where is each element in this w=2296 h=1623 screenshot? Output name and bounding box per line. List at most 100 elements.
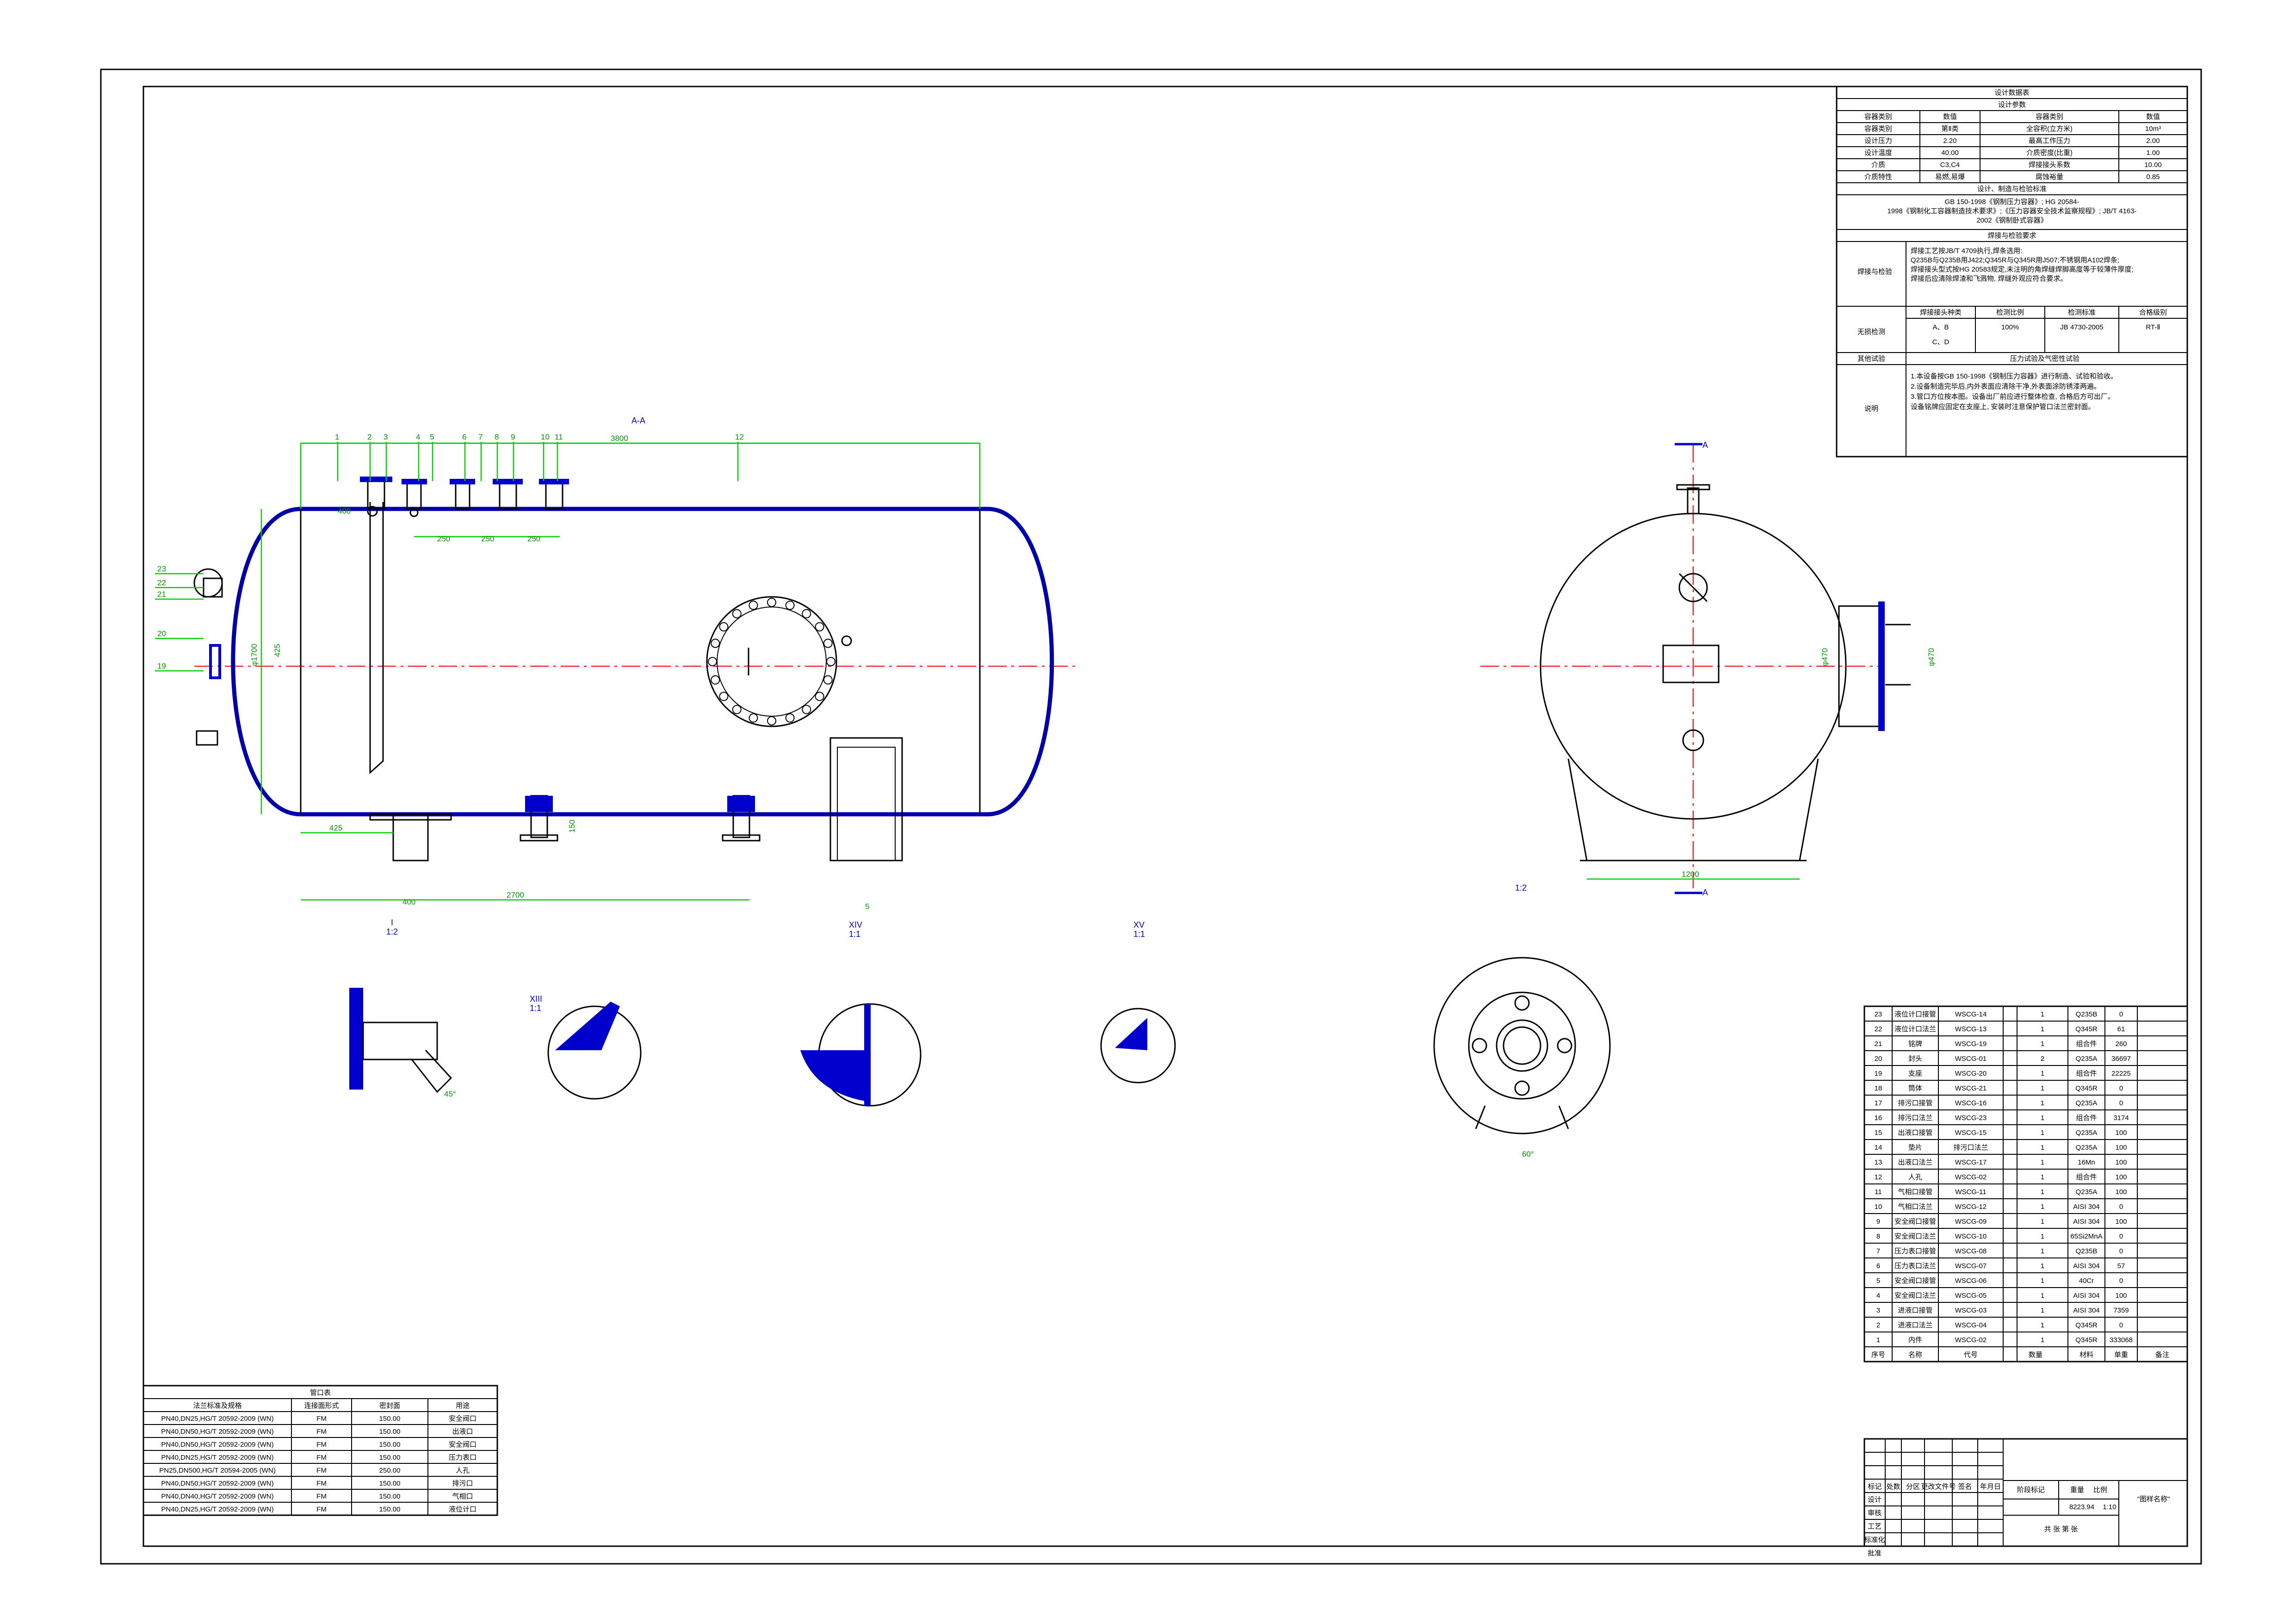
side-nameplate	[1662, 644, 1720, 683]
nozzle-cell: 气相口	[452, 1493, 473, 1500]
svg-text:1:2: 1:2	[386, 927, 398, 936]
bom-cell: 100	[2115, 1144, 2127, 1152]
bom-cell: 16Mn	[2078, 1158, 2095, 1166]
bom-cell: WSCG-23	[1955, 1114, 1987, 1122]
bom-cell: 组合件	[2076, 1114, 2097, 1122]
nozzle-cell: 150.00	[379, 1480, 401, 1487]
svg-text:A: A	[1702, 440, 1708, 450]
bom-cell: 支座	[1908, 1070, 1922, 1078]
left-item-number: 23	[157, 564, 166, 573]
nozzle-cell: 人孔	[456, 1467, 470, 1474]
svg-text:3.管口方位按本图。设备出厂前应进行整体检查, 合格后方可出: 3.管口方位按本图。设备出厂前应进行整体检查, 合格后方可出厂。	[1911, 392, 2115, 401]
svg-text:检测标准: 检测标准	[2068, 309, 2096, 316]
nozzle-cell: FM	[316, 1505, 327, 1513]
bolt-hole	[732, 609, 742, 619]
bom-header-cell: 材料	[2079, 1351, 2093, 1359]
item-number: 5	[430, 433, 434, 441]
bolt-hole	[785, 713, 795, 723]
bom-cell: 100	[2115, 1129, 2127, 1137]
svg-text:φ1700: φ1700	[250, 644, 259, 666]
svg-text:处数: 处数	[1886, 1483, 1900, 1491]
bom-cell: 1	[2041, 1277, 2044, 1285]
nozzle-cell: FM	[316, 1415, 327, 1423]
bom-cell: AISI 304	[2073, 1307, 2100, 1314]
nozzle-cell: 150.00	[379, 1441, 401, 1449]
bom-cell: 2	[1876, 1321, 1880, 1329]
saddle-left	[392, 813, 429, 861]
svg-text:1:1: 1:1	[530, 1004, 541, 1013]
svg-text:A: A	[1702, 888, 1708, 897]
svg-text:焊接与检验要求: 焊接与检验要求	[1987, 232, 2036, 240]
bom-cell: 液位计口法兰	[1894, 1025, 1936, 1033]
bom-cell: 19	[1875, 1070, 1882, 1078]
svg-text:密封面: 密封面	[379, 1402, 400, 1410]
nozzle-cell: PN40,DN50,HG/T 20592-2009 (WN)	[161, 1428, 273, 1436]
nozzle-cell: PN40,DN50,HG/T 20592-2009 (WN)	[161, 1441, 273, 1449]
bom-cell: 14	[1875, 1144, 1882, 1152]
svg-text:250: 250	[481, 534, 494, 543]
saddle-right	[829, 737, 903, 861]
svg-text:φ470: φ470	[1820, 648, 1829, 666]
nozzle-cell: FM	[316, 1493, 327, 1500]
nozzle-cell: 出液口	[452, 1428, 473, 1436]
bom-cell: 气相口接管	[1898, 1188, 1932, 1196]
svg-text:其他试验: 其他试验	[1857, 355, 1885, 363]
svg-text:分区: 分区	[1906, 1483, 1920, 1491]
svg-text:2.设备制造完毕后,内外表面应清除干净,外表面涂防锈漆两遍。: 2.设备制造完毕后,内外表面应清除干净,外表面涂防锈漆两遍。	[1911, 382, 2101, 390]
bom-cell: 安全阀口接管	[1894, 1276, 1936, 1285]
bom-cell: 进液口接管	[1898, 1307, 1932, 1314]
svg-text:XIV: XIV	[849, 920, 862, 929]
svg-text:焊接接头种类: 焊接接头种类	[1920, 309, 1962, 316]
nozzle-cell: 150.00	[379, 1493, 401, 1500]
svg-text:150: 150	[568, 820, 576, 833]
top-nozzles	[360, 477, 569, 517]
bom-header-cell: 备注	[2155, 1351, 2169, 1359]
detail-xv: XV 1:1	[1100, 920, 1176, 1084]
bolt-hole	[749, 713, 758, 723]
bolt-hole	[711, 675, 720, 685]
bom-cell: AISI 304	[2073, 1292, 2100, 1300]
svg-text:JB 4730-2005: JB 4730-2005	[2060, 323, 2103, 331]
svg-text:60°: 60°	[1522, 1150, 1534, 1158]
front-view: A-A	[155, 416, 1078, 936]
nozzle-table: 管口表法兰标准及规格连接面形式密封面用途PN40,DN25,HG/T 20592…	[142, 1385, 498, 1516]
bom-cell: 3174	[2113, 1114, 2129, 1122]
bolt-hole	[823, 638, 833, 648]
svg-text:检测比例: 检测比例	[1996, 309, 2024, 316]
svg-text:XV: XV	[1133, 920, 1145, 929]
svg-text:连接面形式: 连接面形式	[304, 1402, 339, 1410]
bom-cell: WSCG-04	[1955, 1321, 1987, 1329]
svg-text:425: 425	[273, 644, 282, 657]
bom-cell: WSCG-03	[1955, 1307, 1987, 1314]
bom-cell: WSCG-12	[1955, 1203, 1987, 1211]
tech-cell: 2.00	[2146, 137, 2160, 145]
bom-header-cell: 名称	[1908, 1351, 1922, 1359]
bom-cell: WSCG-02	[1955, 1173, 1987, 1181]
bom-cell: Q345R	[2075, 1025, 2098, 1033]
nozzle-cell: PN40,DN25,HG/T 20592-2009 (WN)	[161, 1505, 273, 1513]
nozzle-cell: 排污口	[452, 1480, 473, 1487]
svg-text:焊接与检验: 焊接与检验	[1857, 268, 1892, 276]
bom-cell: 11	[1875, 1188, 1882, 1196]
bolt-hole	[802, 705, 811, 714]
bom-cell: 13	[1875, 1158, 1882, 1166]
svg-text:共 张 第 张: 共 张 第 张	[2044, 1525, 2078, 1533]
tech-cell: 腐蚀裕量	[2036, 173, 2063, 181]
tech-cell: 40.00	[1941, 149, 1959, 157]
bom-cell: WSCG-20	[1955, 1070, 1987, 1078]
svg-text:φ470: φ470	[1927, 648, 1936, 666]
bom-cell: 筒体	[1908, 1084, 1922, 1092]
bom-cell: 16	[1875, 1114, 1882, 1122]
svg-text:管口表: 管口表	[310, 1389, 331, 1397]
svg-text:XIII: XIII	[530, 994, 542, 1004]
bom-cell: 排污口法兰	[1898, 1114, 1932, 1122]
bom-cell: 3	[1876, 1307, 1880, 1314]
tech-cell: 0.85	[2146, 173, 2160, 181]
bom-cell: 1	[1876, 1336, 1880, 1344]
bom-cell: 0	[2119, 1084, 2123, 1092]
bom-cell: 20	[1875, 1055, 1882, 1063]
bom-cell: 液位计口接管	[1894, 1010, 1936, 1018]
bolt-hole	[815, 622, 824, 632]
svg-text:标准化: 标准化	[1864, 1536, 1885, 1544]
bom-cell: 0	[2119, 1010, 2123, 1018]
